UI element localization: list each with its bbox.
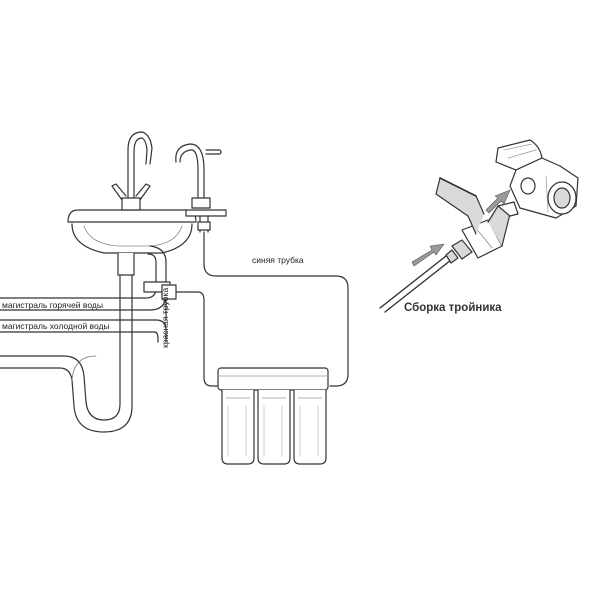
cold-water-pipe bbox=[0, 284, 185, 343]
sink bbox=[67, 209, 197, 254]
filter-faucet bbox=[175, 143, 227, 233]
filter-housing-2 bbox=[257, 389, 291, 465]
blue-tube-label: синяя трубка bbox=[252, 255, 304, 265]
filter-housing-1 bbox=[221, 389, 255, 465]
filter-housing-3 bbox=[293, 389, 327, 465]
tee-assembly-title: Сборка тройника bbox=[404, 302, 502, 314]
blue-tube bbox=[203, 231, 349, 387]
cold-water-main-label: магистраль холодной воды bbox=[2, 321, 110, 331]
assembly-arrows bbox=[411, 189, 511, 267]
arrow-valve-to-tee bbox=[485, 189, 511, 214]
arrow-tube-to-fitting bbox=[411, 243, 445, 267]
filter-unit bbox=[217, 367, 329, 465]
red-tube bbox=[183, 291, 223, 387]
hot-water-main-label: магистраль горячей воды bbox=[2, 300, 103, 310]
mixer-faucet bbox=[111, 131, 153, 211]
tee-assembly bbox=[379, 139, 579, 313]
red-tube-label: красная трубка bbox=[160, 287, 170, 348]
drain-trap bbox=[0, 252, 135, 433]
